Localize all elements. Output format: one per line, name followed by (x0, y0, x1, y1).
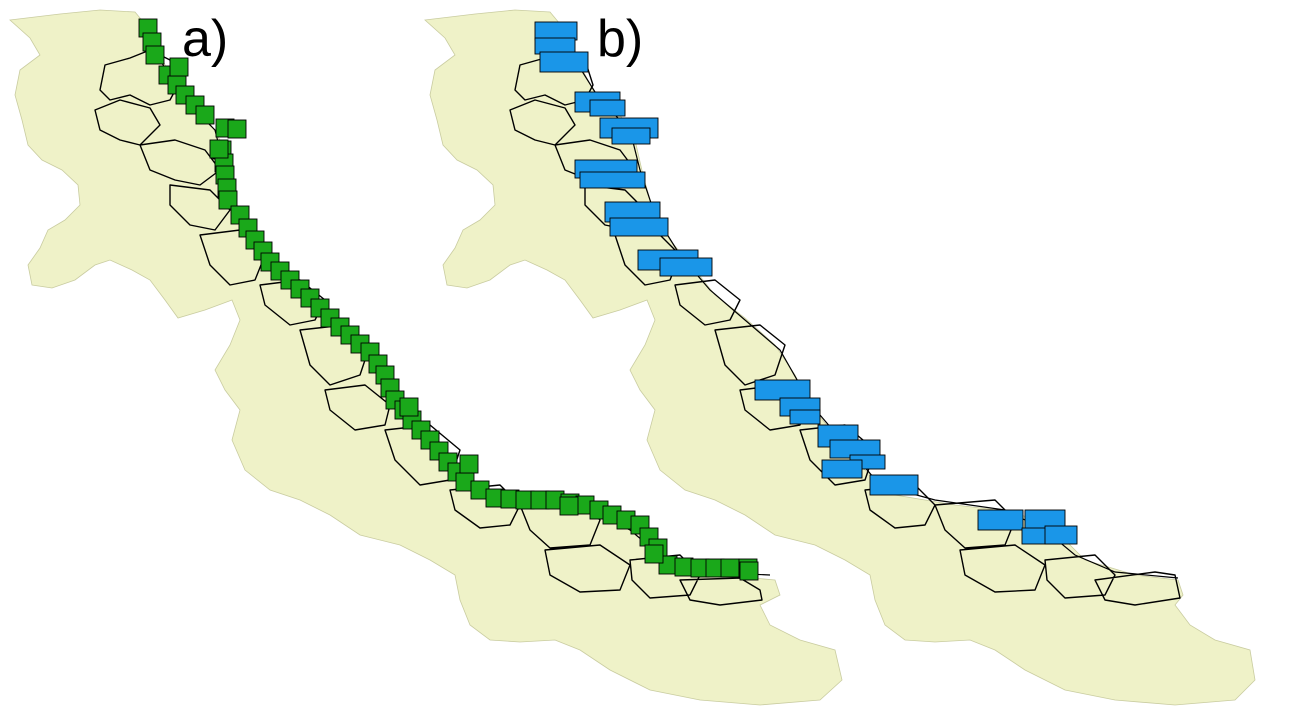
patch-cell (1044, 525, 1078, 545)
grid-cell (145, 45, 165, 65)
grid-cells-a (138, 18, 759, 581)
patch-cell (659, 257, 713, 277)
patch-cell (579, 171, 646, 189)
grid-cell (218, 190, 238, 210)
grid-cell (559, 496, 579, 516)
grid-cell (227, 119, 247, 139)
patch-cell (611, 127, 651, 145)
grid-cells-b (534, 21, 1078, 545)
patch-cell (977, 509, 1024, 531)
map-panel-b: b) (424, 9, 1256, 706)
grid-cell (399, 397, 419, 417)
grid-cell (739, 561, 759, 581)
grid-cell (644, 544, 664, 564)
patch-cell (609, 217, 669, 237)
patch-cell (754, 379, 811, 401)
patch-cell (869, 474, 919, 496)
grid-cell (195, 105, 215, 125)
patch-cell (539, 51, 589, 73)
panel-label-b: b) (597, 10, 643, 68)
map-panel-a: a) (9, 9, 843, 706)
grid-cell (169, 57, 189, 77)
admin-border-a (94, 49, 763, 606)
patch-cell (589, 99, 626, 117)
panel-label-a: a) (182, 10, 228, 68)
patch-cell (534, 21, 578, 41)
patch-cell (789, 409, 821, 425)
grid-cell (674, 557, 694, 577)
grid-cell (209, 139, 229, 159)
grid-cell (720, 558, 740, 578)
patch-cell (821, 459, 863, 479)
grid-cell (459, 454, 479, 474)
